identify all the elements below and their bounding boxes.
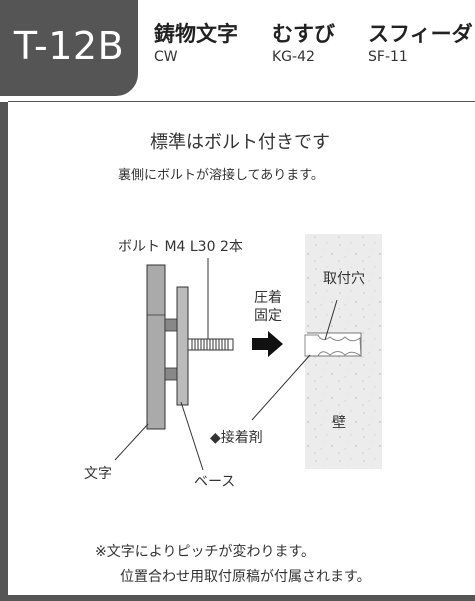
spacer — [164, 367, 179, 381]
hole-leader — [324, 299, 338, 341]
section-subtitle: 裏側にボルトが溶接してあります。 — [118, 168, 324, 183]
product-code-tab: T-12B — [0, 0, 138, 96]
wall-label: 壁 — [332, 415, 346, 431]
press-arrow — [252, 331, 283, 357]
pitch-note: ※文字によりピッチが変わります。 — [95, 544, 316, 560]
font-code: SF-11 — [368, 49, 408, 65]
bolt — [187, 338, 234, 351]
adhesive-label: ◆接着剤 — [210, 430, 263, 446]
base-label: ベース — [194, 474, 236, 490]
letter-label: 文字 — [84, 466, 112, 482]
font-column-2: むすび KG-42 — [272, 22, 335, 66]
font-code: CW — [154, 49, 178, 65]
adhesive-leader — [251, 354, 311, 421]
product-code: T-12B — [13, 24, 125, 68]
header: T-12B 鋳物文字 CW むすび KG-42 スフィーダ SF-11 — [0, 0, 475, 102]
base-leader — [180, 401, 204, 471]
press-label: 圧着 — [254, 290, 282, 306]
font-name: 鋳物文字 — [154, 22, 238, 46]
font-code: KG-42 — [272, 49, 315, 65]
template-note: 位置合わせ用取付原稿が付属されます。 — [120, 569, 371, 585]
bolt-label: ボルト M4 L30 2本 — [118, 239, 243, 255]
fix-label: 固定 — [254, 308, 282, 324]
header-divider — [8, 101, 475, 102]
section-title: 標準はボルト付きです — [150, 132, 330, 153]
letter-leader — [114, 423, 149, 461]
font-column-3: スフィーダ SF-11 — [368, 22, 473, 66]
font-name: むすび — [272, 22, 335, 46]
hole-label: 取付穴 — [323, 271, 365, 287]
spacer — [164, 318, 179, 332]
font-name: スフィーダ — [368, 22, 473, 46]
base-plate — [176, 286, 189, 406]
letter-plate — [146, 264, 166, 430]
font-column-1: 鋳物文字 CW — [154, 22, 238, 66]
